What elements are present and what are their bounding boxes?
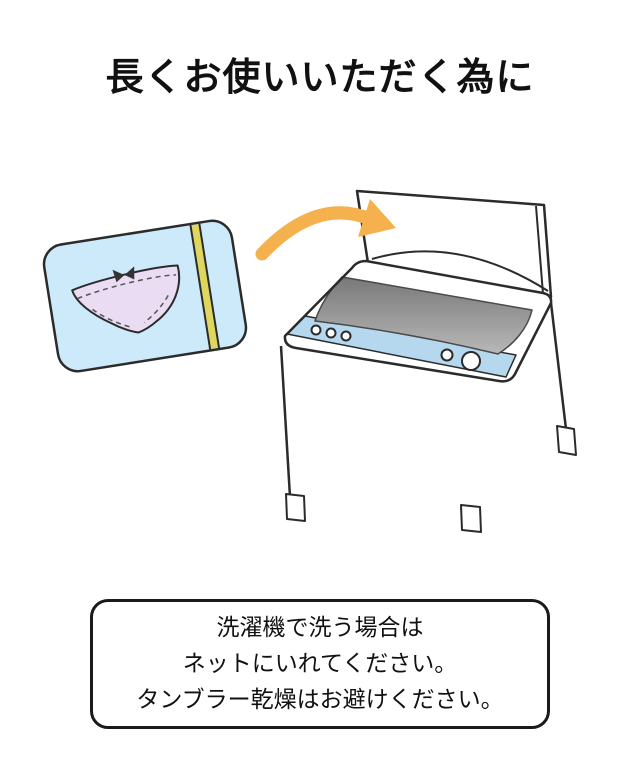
arrow-head [358,199,396,237]
tub-opening [314,276,533,355]
arrow-shaft [255,206,377,261]
laundry-net-bag [42,219,248,373]
instruction-line-3: タンブラー乾燥はお避けください。 [136,687,504,713]
page-title: 長くお使いいただく為に [105,55,535,99]
leg-stitch-line-right [143,294,169,324]
underwear [71,264,181,334]
leg-stitch-line-left [92,308,130,328]
machine-body-left-edge [279,345,292,498]
machine-lid-inner-curve [371,250,549,292]
instruction-line-2: ネットにいれてください。 [182,651,458,677]
control-dial [461,351,481,371]
machine-lid-edge-line [535,205,544,295]
instruction-box: 洗濯機で洗う場合は ネットにいれてください。 タンブラー乾燥はお避けください。 [90,599,550,729]
control-button-small-right [440,348,454,362]
control-button-3 [340,330,352,342]
control-button-2 [325,327,337,339]
machine-leg-front-right [460,504,482,533]
instruction-line-1: 洗濯機で洗う場合は [216,615,424,641]
bow-icon [112,266,135,283]
zipper-line-left [189,224,212,350]
machine-top-outline [283,259,553,383]
machine-leg-front-left [285,493,306,522]
machine-body-right-edge [549,302,568,430]
washing-machine [279,189,577,533]
control-button-1 [310,324,322,336]
arrow-icon [255,199,396,261]
zipper-stripe [191,224,219,349]
machine-leg-back-right [556,425,577,456]
waistband-stitch-line [77,274,177,300]
zipper-line-right [198,223,221,349]
